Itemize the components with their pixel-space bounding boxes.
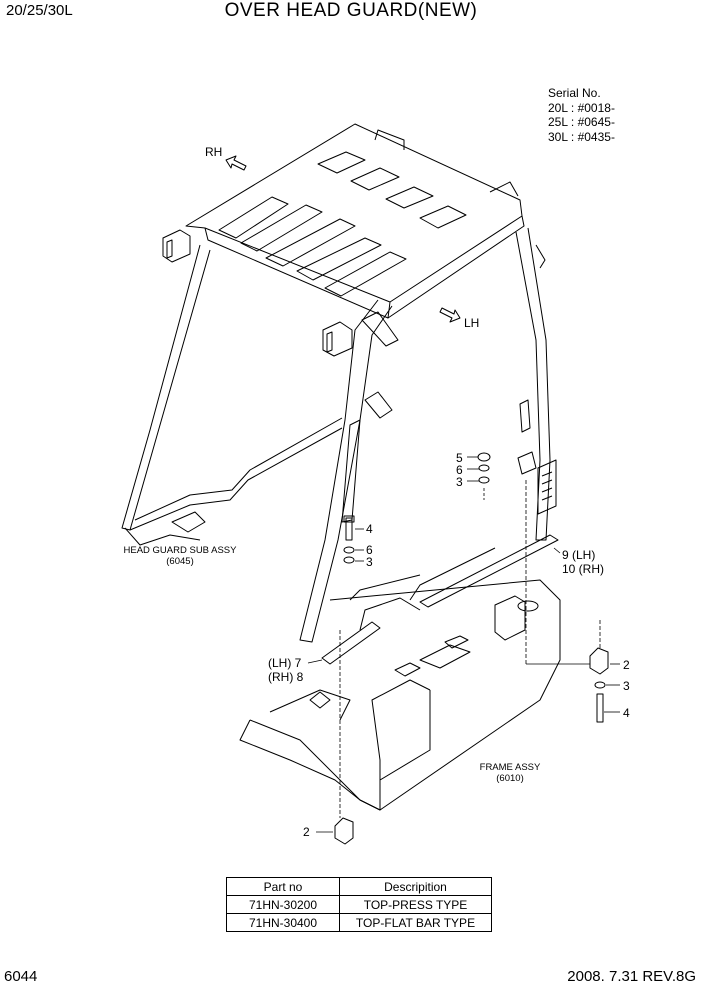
page-title: OVER HEAD GUARD(NEW): [224, 0, 478, 21]
roof-panel: [185, 123, 523, 303]
direction-lh-label: LH: [464, 316, 480, 330]
side-bracket-lh-rh: [419, 534, 559, 608]
part-number: 71HN-30200: [226, 895, 340, 914]
callout-8-rh: (RH) 8: [268, 670, 304, 684]
callout-5: 5: [456, 451, 463, 465]
roof-slots: [218, 151, 467, 297]
callout-2: 2: [623, 658, 630, 672]
hardware: [334, 452, 609, 845]
callout-10-rh: 10 (RH): [562, 562, 605, 576]
callout-3: 3: [366, 555, 373, 569]
revision-date: 2008. 7.31 REV.8G: [567, 968, 696, 985]
part-description: TOP-FLAT BAR TYPE: [339, 913, 492, 932]
serial-block: Serial No. 20L : #0018- 25L : #0645- 30L…: [548, 86, 615, 144]
serial-line: 20L : #0018-: [548, 100, 615, 115]
part-description: TOP-PRESS TYPE: [339, 895, 492, 914]
table-row: 71HN-30400 TOP-FLAT BAR TYPE: [226, 913, 492, 932]
model-code: 20/25/30L: [6, 2, 73, 19]
work-lamp-left: [162, 229, 191, 263]
callout-7-lh: (LH) 7: [268, 656, 302, 670]
callout-6: 6: [456, 463, 463, 477]
head-guard-sub-assy-label: HEAD GUARD SUB ASSY (6045): [118, 545, 242, 567]
part-number: 71HN-30400: [226, 913, 340, 932]
assy-name: HEAD GUARD SUB ASSY: [123, 545, 237, 556]
parts-table: Part no Descripition 71HN-30200 TOP-PRES…: [226, 877, 492, 932]
front-pillar-left: [121, 244, 211, 531]
callout-6: 6: [366, 543, 373, 557]
front-pillar-right: [299, 299, 393, 643]
lower-bracket-lh-rh: [321, 621, 381, 665]
serial-heading: Serial No.: [548, 86, 601, 100]
direction-rh-label: RH: [205, 145, 223, 159]
work-lamp-right: [322, 321, 353, 357]
serial-line: 30L : #0435-: [548, 129, 615, 144]
page-number: 6044: [4, 968, 38, 985]
frame-body: [249, 579, 561, 811]
frame-assy-label: FRAME ASSY (6010): [470, 762, 550, 784]
arrow-lh-icon: [439, 307, 461, 323]
column-header: Part no: [226, 877, 340, 896]
callout-9-lh: 9 (LH): [562, 548, 596, 562]
callout-3: 3: [623, 679, 630, 693]
arrow-rh-icon: [225, 155, 247, 171]
callout-4: 4: [623, 706, 630, 720]
assy-code: (6045): [166, 556, 194, 567]
callout-2: 2: [303, 825, 310, 839]
rear-pillar: [515, 227, 551, 541]
assy-code: (6010): [496, 773, 524, 784]
assy-name: FRAME ASSY: [479, 762, 541, 773]
table-header-row: Part no Descripition: [226, 877, 492, 896]
table-row: 71HN-30200 TOP-PRESS TYPE: [226, 895, 492, 914]
column-header: Descripition: [339, 877, 492, 896]
callout-4: 4: [366, 522, 373, 536]
callout-3: 3: [456, 475, 463, 489]
serial-line: 25L : #0645-: [548, 115, 615, 129]
